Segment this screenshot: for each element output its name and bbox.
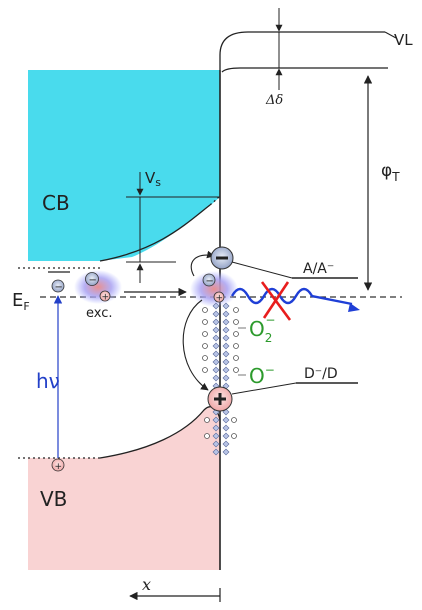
adsorbate-dots: [202, 307, 239, 439]
surface-hole-icon: [213, 291, 225, 303]
conduction-band: [28, 70, 220, 261]
exciton-label: exc.: [86, 306, 113, 321]
donor-label: D⁻/D: [304, 366, 338, 382]
vb-hole-icon: [51, 458, 65, 472]
x-axis-label: x: [142, 575, 151, 594]
exciton-electron-icon: [85, 272, 99, 286]
photon-energy-label: hν: [36, 369, 60, 393]
donor-pointer: [231, 382, 297, 395]
fermi-level-label: EF: [12, 290, 30, 313]
minus-icon: −: [206, 276, 214, 287]
cb-label: CB: [42, 191, 70, 215]
photoemission-arrowhead: [348, 303, 360, 312]
conduction-band-edge: [99, 204, 211, 262]
electron-transfer-arrow: [190, 250, 215, 277]
vl-pointer: [384, 31, 397, 39]
valence-band: [28, 406, 220, 570]
vb-label: VB: [40, 487, 67, 511]
acceptor-label: A/A⁻: [303, 261, 334, 277]
photoemission-wave: [230, 287, 353, 306]
band-extrapolation: [209, 195, 221, 206]
hole-transfer-arrow: [182, 299, 209, 391]
plus-icon: +: [55, 462, 63, 472]
minus-icon: −: [89, 275, 97, 286]
surface-states: [212, 302, 230, 456]
surface-electron-icon: [202, 273, 216, 287]
minus-icon: [216, 256, 228, 260]
work-function-label: φT: [381, 161, 400, 184]
exciton-glow: [74, 270, 122, 304]
plus-icon: +: [216, 294, 224, 304]
plus-icon-v: [218, 393, 222, 405]
surface-exciton-glow: [190, 271, 238, 307]
plus-icon: +: [102, 293, 110, 303]
superoxide-label: O2−: [249, 313, 275, 345]
acceptor-pointer: [231, 261, 293, 279]
vl-label: VL: [394, 31, 413, 49]
exciton-hole-icon: [99, 290, 111, 302]
excited-electron-icon: [51, 279, 65, 293]
oxygen-ion-label: O−: [249, 363, 275, 388]
cross-mark-2: [262, 281, 290, 319]
delta-delta-label: Δδ: [265, 93, 283, 108]
vacuum-level-inner: [221, 67, 388, 73]
vs-label: Vs: [145, 169, 161, 189]
vacuum-level-outer: [219, 31, 385, 70]
minus-icon: −: [55, 282, 63, 293]
